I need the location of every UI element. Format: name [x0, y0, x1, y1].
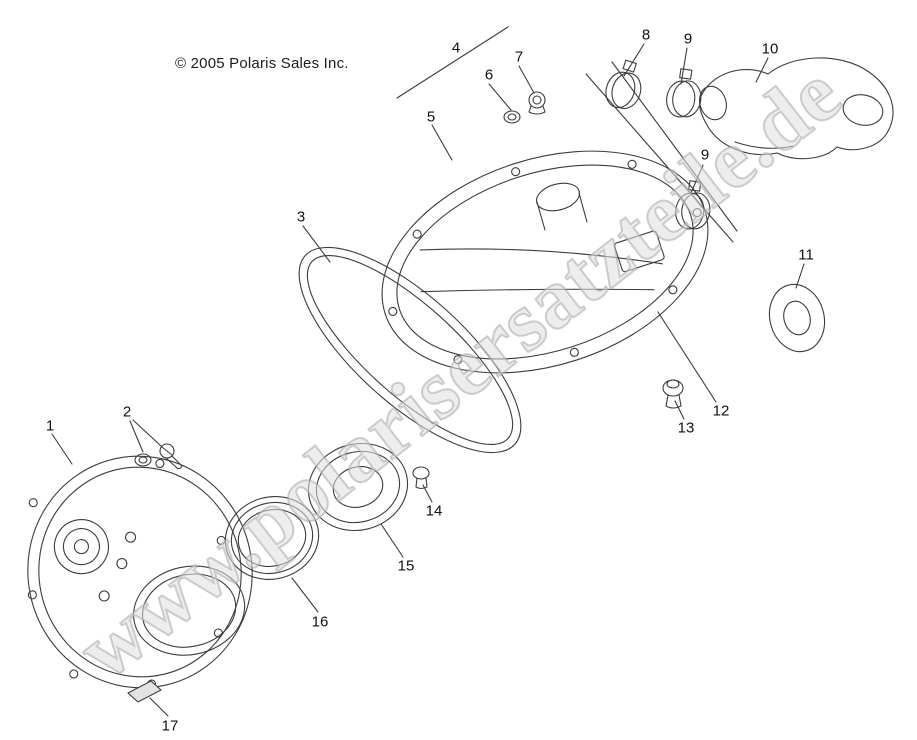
- nut-7: [528, 91, 546, 115]
- part-callout-4: 4: [451, 39, 461, 57]
- screw-and-washer-2: [134, 443, 183, 470]
- part-callout-13: 13: [677, 419, 695, 437]
- hose-clamp-8: [605, 59, 642, 110]
- inner-clutch-cover: [27, 455, 253, 689]
- line-art: [27, 26, 894, 717]
- part-callout-12: 12: [712, 402, 730, 420]
- cover-air-spout: [535, 182, 588, 231]
- part-callout-9a: 9: [683, 30, 693, 48]
- part-callout-1: 1: [45, 417, 55, 435]
- bolt-14: [412, 466, 430, 490]
- outer-clutch-cover: [381, 150, 709, 374]
- part-callout-8: 8: [641, 26, 651, 44]
- part-callout-16: 16: [311, 613, 329, 631]
- drive-belt: [298, 246, 522, 454]
- hose-clamp-9b: [675, 180, 711, 230]
- hose-clamp-9a: [666, 68, 702, 118]
- seal-ring-16: [224, 496, 320, 580]
- part-callout-14: 14: [425, 502, 443, 520]
- part-callout-11: 11: [798, 246, 814, 264]
- part-callout-15: 15: [397, 557, 415, 575]
- part-callout-3: 3: [296, 208, 306, 226]
- leader-lines: [51, 26, 805, 717]
- washer-6: [503, 110, 521, 124]
- part-callout-2: 2: [122, 403, 132, 421]
- watermark-text: www.polarisersatzteile.de: [61, 46, 859, 698]
- part-callout-7: 7: [514, 48, 524, 66]
- cover-decal-patch: [613, 230, 665, 273]
- part-callout-17: 17: [161, 717, 179, 735]
- part-callout-10: 10: [761, 40, 779, 58]
- washer-11: [768, 283, 826, 353]
- part-callout-5: 5: [426, 108, 436, 126]
- copyright-text: © 2005 Polaris Sales Inc.: [175, 55, 349, 72]
- part-callout-6: 6: [484, 66, 494, 84]
- shim-plate-17: [127, 680, 162, 703]
- part-callout-9b: 9: [700, 146, 710, 164]
- bolt-13: [662, 379, 684, 409]
- outlet-duct-10: [699, 57, 894, 160]
- cover-plate-15: [307, 442, 409, 532]
